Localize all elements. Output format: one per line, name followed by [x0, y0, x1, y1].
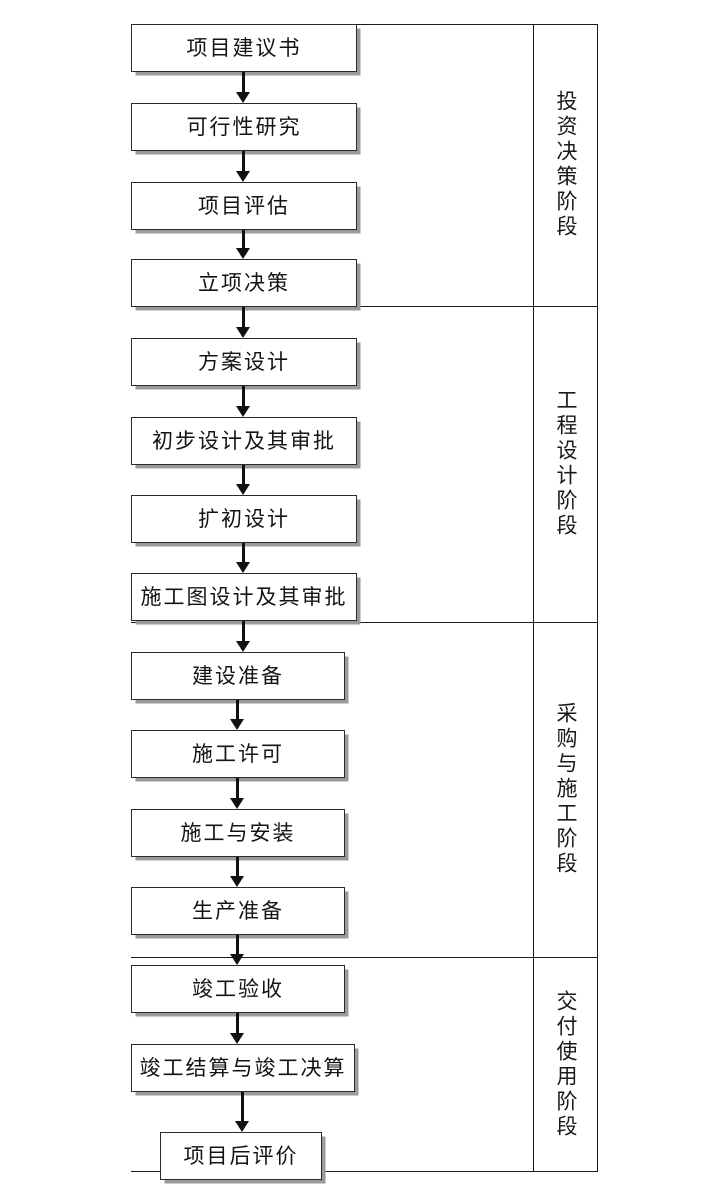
flowchart-diagram: 投资决策阶段 工程设计阶段 采购与施工阶段 交付使用阶段 项目建议书 可行性研究… [131, 24, 598, 1180]
node-label: 扩初设计 [198, 506, 290, 531]
node-label: 施工与安装 [180, 820, 296, 845]
process-node-preliminary-design-approval[interactable]: 初步设计及其审批 [131, 417, 357, 465]
node-label: 项目后评价 [183, 1143, 299, 1168]
arrow-down-icon [230, 778, 244, 809]
phase-label: 投资决策阶段 [553, 90, 578, 240]
phase-cell-engineering-design: 工程设计阶段 [533, 306, 598, 622]
process-node-construction-preparation[interactable]: 建设准备 [131, 652, 345, 700]
node-label: 项目建议书 [186, 35, 302, 60]
node-label: 可行性研究 [186, 114, 302, 139]
phase-column-divider [533, 24, 534, 1172]
phase-label: 交付使用阶段 [553, 989, 578, 1140]
node-label: 方案设计 [198, 349, 290, 374]
process-node-production-preparation[interactable]: 生产准备 [131, 887, 345, 935]
phase-cell-investment-decision: 投资决策阶段 [533, 24, 598, 306]
process-node-project-appraisal[interactable]: 项目评估 [131, 182, 357, 230]
arrow-down-icon [236, 621, 250, 652]
arrow-down-icon [236, 386, 250, 417]
node-label: 初步设计及其审批 [152, 428, 336, 453]
arrow-down-icon [230, 935, 244, 965]
process-node-completion-acceptance[interactable]: 竣工验收 [131, 965, 345, 1013]
process-node-extended-preliminary-design[interactable]: 扩初设计 [131, 495, 357, 543]
arrow-down-icon [230, 857, 244, 887]
section-rule-1 [131, 306, 598, 307]
arrow-down-icon [236, 72, 250, 103]
phase-label: 采购与施工阶段 [553, 702, 578, 877]
node-label: 施工图设计及其审批 [140, 584, 348, 609]
node-label: 施工许可 [192, 741, 284, 766]
process-node-project-approval-decision[interactable]: 立项决策 [131, 259, 357, 307]
phase-cell-delivery-use: 交付使用阶段 [533, 957, 598, 1172]
phase-label: 工程设计阶段 [553, 389, 578, 539]
process-node-construction-installation[interactable]: 施工与安装 [131, 809, 345, 857]
arrow-down-icon [236, 543, 250, 573]
arrow-down-icon [236, 465, 250, 495]
process-node-feasibility-study[interactable]: 可行性研究 [131, 103, 357, 151]
node-label: 建设准备 [192, 663, 284, 688]
node-label: 立项决策 [198, 270, 290, 295]
phase-cell-procurement-construction: 采购与施工阶段 [533, 622, 598, 957]
node-label: 项目评估 [198, 193, 290, 218]
section-rule-2 [131, 622, 598, 623]
arrow-down-icon [236, 230, 250, 259]
process-node-post-project-evaluation[interactable]: 项目后评价 [160, 1132, 322, 1180]
process-node-project-proposal[interactable]: 项目建议书 [131, 24, 357, 72]
arrow-down-icon [236, 151, 250, 182]
section-rule-3 [131, 957, 598, 958]
arrow-down-icon [230, 700, 244, 730]
process-node-construction-drawing-approval[interactable]: 施工图设计及其审批 [131, 573, 357, 621]
process-node-final-settlement-accounts[interactable]: 竣工结算与竣工决算 [131, 1044, 355, 1092]
process-node-construction-permit[interactable]: 施工许可 [131, 730, 345, 778]
arrow-down-icon [236, 307, 250, 338]
node-label: 竣工验收 [192, 976, 284, 1001]
arrow-down-icon [235, 1092, 249, 1132]
node-label: 竣工结算与竣工决算 [139, 1055, 347, 1080]
process-node-scheme-design[interactable]: 方案设计 [131, 338, 357, 386]
node-label: 生产准备 [192, 898, 284, 923]
arrow-down-icon [230, 1013, 244, 1044]
